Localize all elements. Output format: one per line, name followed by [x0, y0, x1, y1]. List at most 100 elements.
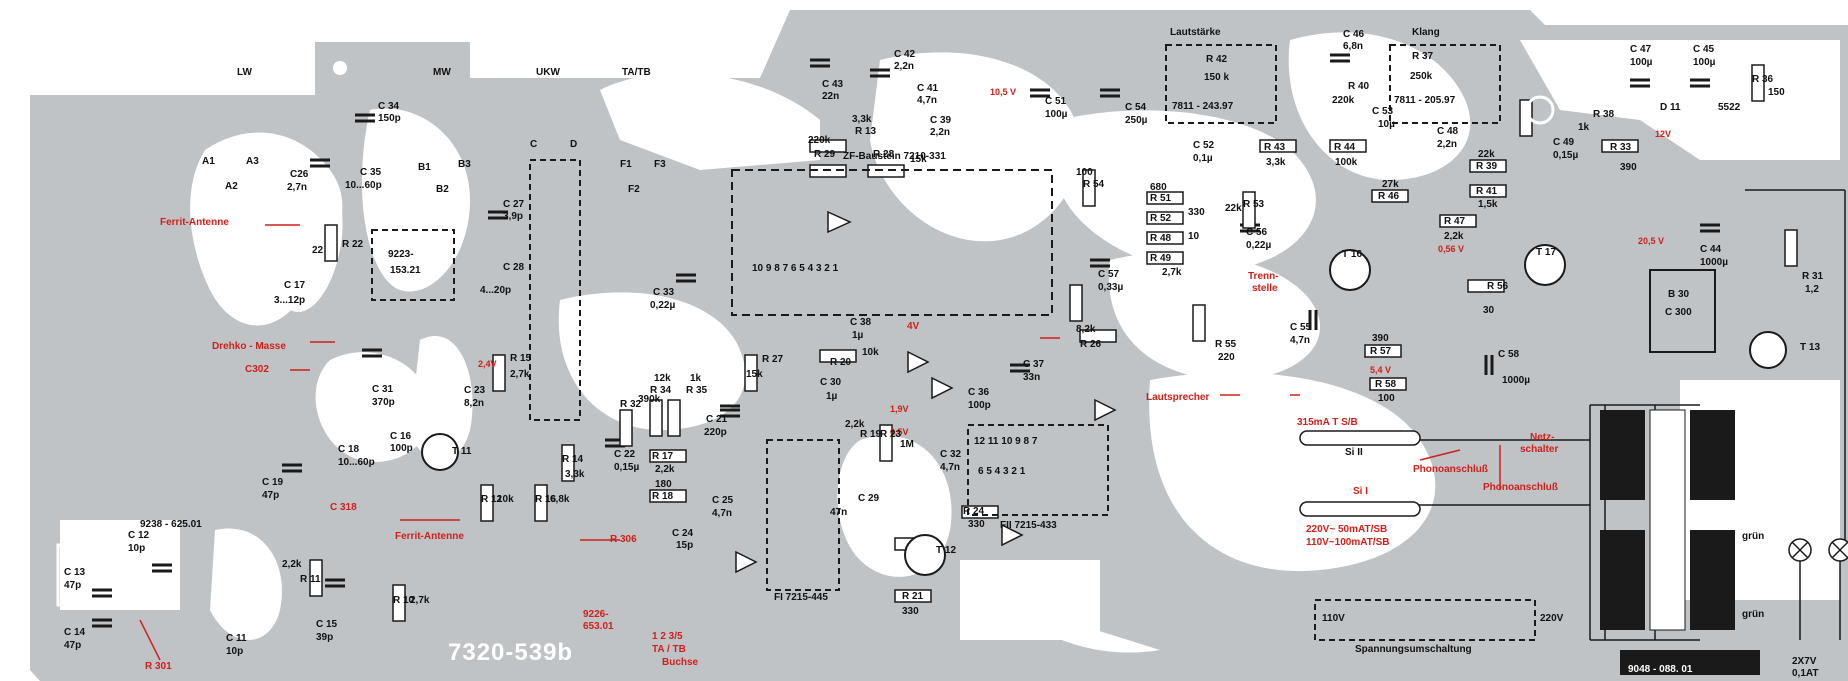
label-c27: C 27	[503, 199, 525, 210]
annot-ferrit-antenne-1: Ferrit-Antenne	[160, 217, 229, 228]
label-c34: C 34	[378, 101, 400, 112]
annot-ferrit-antenne-2: Ferrit-Antenne	[395, 531, 464, 542]
annot-voltage-1-9: 1,9V	[890, 404, 909, 414]
part-r42: 7811 - 243.97	[1172, 101, 1234, 112]
label-t11: T 11	[452, 446, 472, 457]
pin-a2: A2	[225, 181, 238, 192]
value-r55: 220	[1218, 352, 1235, 363]
value-c26: 2,7n	[287, 182, 308, 193]
label-si2: Si II	[1345, 447, 1363, 458]
fii-module-label: FII 7215-433	[1000, 520, 1057, 531]
label-r15: R 15	[510, 353, 532, 364]
label-r27: R 27	[762, 354, 784, 365]
value-c21: 220p	[704, 427, 727, 438]
label-c41: C 41	[917, 83, 939, 94]
label-c51: C 51	[1045, 96, 1067, 107]
label-c43: C 43	[822, 79, 844, 90]
value-c53: 10µ	[1378, 119, 1395, 130]
label-r53: R 53	[1243, 199, 1265, 210]
section-klang: Klang	[1412, 27, 1440, 38]
label-c45: C 45	[1693, 44, 1715, 55]
label-r33: R 33	[1610, 142, 1632, 153]
value-r24: 330	[968, 519, 985, 530]
value-r57: 390	[1372, 333, 1389, 344]
label-c44: C 44	[1700, 244, 1722, 255]
label-220v: 220V	[1540, 613, 1564, 624]
value-r54: 100	[1076, 167, 1093, 178]
label-r46: R 46	[1378, 191, 1400, 202]
label-c47: C 47	[1630, 44, 1652, 55]
value-c35: 10...60p	[345, 180, 382, 191]
fii-pins-bottom: 6 5 4 3 2 1	[978, 466, 1026, 477]
label-r36: R 36	[1752, 74, 1774, 85]
zf-module-pins: 10 9 8 7 6 5 4 3 2 1	[752, 263, 839, 274]
band-label-ukw: UKW	[536, 67, 560, 78]
label-c14: C 14	[64, 627, 86, 638]
annot-voltage-4: 4V	[907, 321, 920, 332]
label-c48: C 48	[1437, 126, 1459, 137]
label-r54: R 54	[1083, 179, 1105, 190]
value-r56: 30	[1483, 305, 1495, 316]
annot-r301: R 301	[145, 661, 172, 672]
pin-b3: B3	[458, 159, 471, 170]
value-c30: 1µ	[826, 391, 838, 402]
label-r37: R 37	[1412, 51, 1434, 62]
value-c32: 4,7n	[940, 462, 961, 473]
value-c27: 3,9p	[503, 211, 524, 222]
annot-netzschalter: Netz-	[1530, 432, 1555, 443]
label-c26: C26	[290, 169, 309, 180]
part-r37: 7811 - 205.97	[1394, 95, 1456, 106]
label-c13: C 13	[64, 567, 86, 578]
annot-c302: C302	[245, 364, 269, 375]
pin-b1: B1	[418, 162, 431, 173]
label-c46: C 46	[1343, 29, 1365, 40]
annot-trennstelle-b: stelle	[1252, 283, 1278, 294]
value-r42: 150 k	[1204, 72, 1230, 83]
ground-marker	[580, 95, 1555, 380]
annot-voltage-2-4: 2,4V	[478, 359, 497, 369]
value-c16: 100p	[390, 443, 413, 454]
value-r27: 15k	[746, 369, 763, 380]
label-c11: C 11	[226, 633, 247, 644]
label-r14: R 14	[562, 454, 584, 465]
value-c33: 0,22µ	[650, 300, 676, 311]
pin-f3: F3	[654, 159, 666, 170]
value-r47: 2,2k	[1444, 231, 1464, 242]
rectifier-label: B 30	[1668, 289, 1690, 300]
value-c36: 100p	[968, 400, 991, 411]
label-d11: D 11	[1660, 102, 1681, 113]
value-r19: 2,2k	[845, 419, 865, 430]
fii-pins-top: 12 11 10 9 8 7	[974, 436, 1038, 447]
label-c21: C 21	[706, 414, 728, 425]
value-c25: 4,7n	[712, 508, 733, 519]
label-c33: C 33	[653, 287, 675, 298]
label-r44: R 44	[1334, 142, 1356, 153]
value-r46: 27k	[1382, 179, 1399, 190]
value-r49: 2,7k	[1162, 267, 1182, 278]
label-c38: C 38	[850, 317, 872, 328]
value-r11: 2,2k	[282, 559, 302, 570]
label-r52: R 52	[1150, 213, 1172, 224]
value-r33: 390	[1620, 162, 1637, 173]
label-r21: R 21	[902, 591, 924, 602]
label-110v: 110V	[1322, 613, 1345, 624]
annot-tatb: TA / TB	[652, 644, 686, 655]
label-t13: T 13	[1800, 342, 1821, 353]
label-r34: R 34	[650, 385, 672, 396]
coil-9238-label: 9238 - 625.01	[140, 519, 202, 530]
label-r17: R 17	[652, 451, 674, 462]
label-r24: R 24	[963, 506, 985, 517]
value-r36: 150	[1768, 87, 1785, 98]
value-r43: 3,3k	[1266, 157, 1286, 168]
bottom-connector	[998, 570, 1062, 625]
pin-a1: A1	[202, 156, 215, 167]
annot-buchse: Buchse	[662, 657, 699, 668]
label-c23: C 23	[464, 385, 486, 396]
value-c55: 4,7n	[1290, 335, 1311, 346]
annot-c318: C 318	[330, 502, 357, 513]
label-c24: C 24	[672, 528, 694, 539]
value-c51: 100µ	[1045, 109, 1068, 120]
value-c54: 250µ	[1125, 115, 1148, 126]
label-r26: R 26	[1080, 339, 1102, 350]
